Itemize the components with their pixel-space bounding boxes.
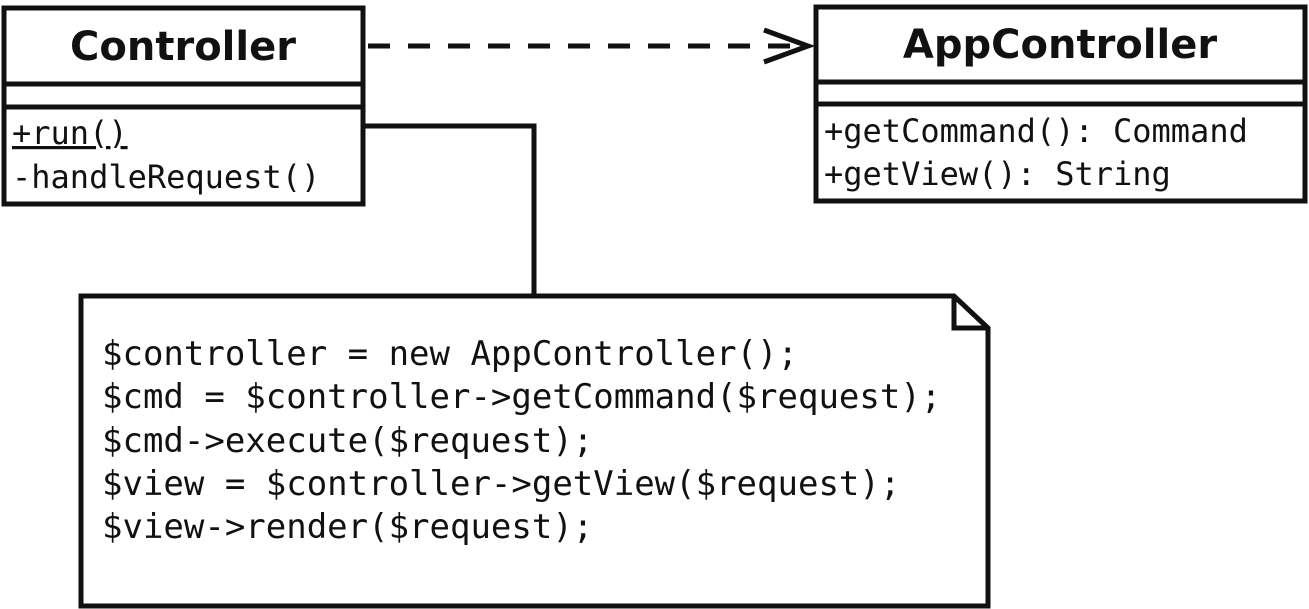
note-code-line-3: $cmd->execute($request); — [102, 421, 593, 461]
app-controller-operation-get-command: +getCommand(): Command — [824, 112, 1248, 150]
app-controller-class-name: AppController — [903, 22, 1217, 68]
note-code-line-4: $view = $controller->getView($request); — [102, 464, 900, 504]
note-code-line-2: $cmd = $controller->getCommand($request)… — [102, 377, 941, 417]
controller-class-name: Controller — [70, 24, 296, 70]
dependency-arrow — [368, 27, 816, 65]
controller-operation-run: +run() — [12, 114, 128, 152]
code-note[interactable]: $controller = new AppController(); $cmd … — [78, 293, 991, 609]
note-connector-line — [363, 123, 537, 296]
controller-operation-handle-request: -handleRequest() — [12, 158, 320, 196]
note-code-line-5: $view->render($request); — [102, 507, 593, 547]
app-controller-operation-get-view: +getView(): String — [824, 155, 1171, 193]
dependency-arrowhead — [763, 27, 816, 65]
note-folded-corner — [951, 296, 988, 331]
controller-class[interactable]: Controller +run() -handleRequest() — [1, 5, 366, 207]
note-border — [78, 293, 991, 609]
app-controller-class[interactable]: AppController +getCommand(): Command +ge… — [813, 4, 1308, 204]
note-code-line-1: $controller = new AppController(); — [102, 334, 798, 374]
